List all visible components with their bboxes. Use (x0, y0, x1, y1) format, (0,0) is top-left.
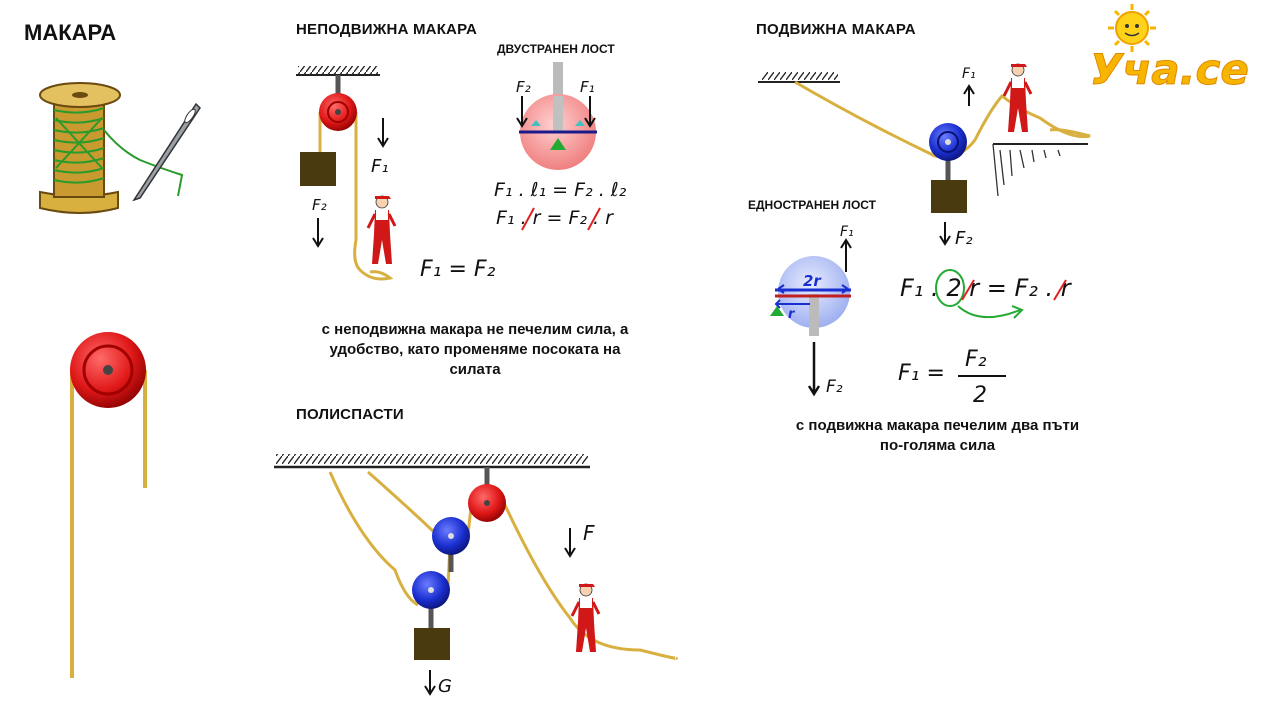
spool-illustration (39, 82, 201, 214)
weight-block (300, 152, 336, 186)
movable-f1-label: F₁ (962, 66, 976, 82)
fixed-pulley-diagram: F₁ F₂ F₁ = F₂ (296, 66, 496, 282)
lever-f1-label: F₁ (840, 224, 854, 240)
lever-f2-label: F₂ (826, 377, 843, 397)
large-pulley-illustration (70, 332, 147, 678)
pulley-system-diagram: G F (274, 454, 678, 697)
lever-f2-label: F₂ (516, 78, 531, 96)
movable-equation-1: F₁ . 2 r = F₂ . r (900, 274, 1073, 302)
equation-f1-equals-f2: F₁ = F₂ (420, 257, 496, 282)
movable-equation-2-denominator: 2 (973, 383, 987, 408)
radius-r-label: r (788, 307, 796, 322)
double-lever-diagram: F₂ F₁ F₁ . ℓ₁ = F₂ . ℓ₂ F₁ . r = F₂ . r (494, 62, 627, 231)
main-title: МАКАРА (24, 20, 117, 45)
fixed-pulley-caption: с неподвижна макара не печелим сила, а у… (290, 320, 660, 380)
single-lever-diagram: 2r r F₁ F₂ F₁ . 2 r = F₂ . r F₁ = F₂ 2 (770, 224, 1073, 408)
movable-equation-2-left: F₁ = (898, 361, 945, 386)
double-lever-heading: ДВУСТРАНЕН ЛОСТ (497, 42, 615, 56)
caption-line: с неподвижна макара не печелим сила, а (321, 321, 629, 338)
force-label-f1: F₁ (371, 156, 389, 177)
weight-block (931, 180, 967, 213)
movable-equation-2-numerator: F₂ (965, 347, 987, 372)
movable-f2-label: F₂ (955, 228, 973, 249)
movable-pulley-diagram: F₂ F₁ (758, 62, 1091, 249)
lever-equation-1: F₁ . ℓ₁ = F₂ . ℓ₂ (494, 179, 627, 201)
force-label-f: F (583, 521, 595, 545)
single-lever-heading: ЕДНОСТРАНЕН ЛОСТ (748, 198, 876, 212)
caption-line: с подвижна макара печелим два пъти (795, 417, 1080, 434)
worker-figure (570, 582, 601, 654)
lever-f1-label: F₁ (580, 78, 595, 96)
weight-label-g: G (438, 676, 452, 697)
movable-pulley-heading: ПОДВИЖНА МАКАРА (756, 21, 916, 38)
weight-block (414, 628, 450, 660)
radius-2r-label: 2r (803, 272, 822, 290)
pulley-system-heading: ПОЛИСПАСТИ (296, 406, 404, 423)
caption-line: удобство, като променяме посоката на (329, 341, 621, 358)
fixed-pulley-heading: НЕПОДВИЖНА МАКАРА (296, 21, 478, 38)
lever-equation-2: F₁ . r = F₂ . r (496, 207, 614, 229)
caption-line: силата (449, 361, 501, 378)
worker-figure (1002, 62, 1033, 134)
force-label-f2: F₂ (312, 196, 327, 214)
worker-figure (366, 194, 397, 266)
movable-pulley-caption: с подвижна макара печелим два пъти по-го… (760, 416, 1115, 456)
logo-text: Уча.се (1090, 45, 1249, 94)
ucha-se-logo: Уча.се (1090, 4, 1249, 95)
sun-icon (1108, 4, 1156, 52)
caption-line: по-голяма сила (879, 437, 996, 454)
